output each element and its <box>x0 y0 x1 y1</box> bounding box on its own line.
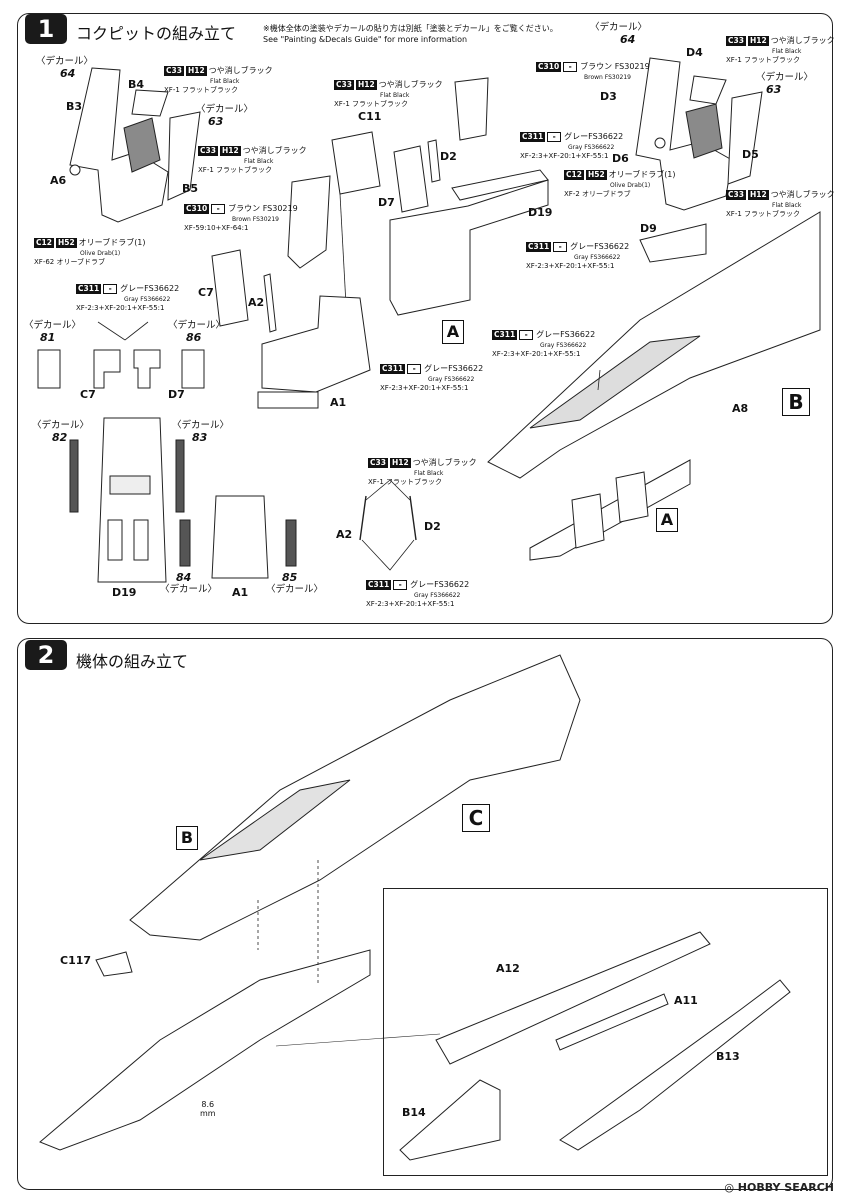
part-label-c117: C117 <box>60 954 92 967</box>
decal-81: 〈デカール〉81 <box>24 320 82 344</box>
decal-86: 〈デカール〉86 <box>168 320 226 344</box>
part-label-a12: A12 <box>496 962 520 975</box>
part-label-d6: D6 <box>612 152 629 165</box>
part-label-b14: B14 <box>402 1106 426 1119</box>
color-callout-c311-panels: C311-グレーFS36622 Gray FS366622 XF-2:3+XF-… <box>76 284 180 312</box>
color-callout-c310-left: C310-ブラウン FS30219 Brown FS30219 XF-59:10… <box>184 204 298 232</box>
part-label-d3: D3 <box>600 90 617 103</box>
color-callout-c311-d19-top: C311-グレーFS36622 Gray FS366622 XF-2:3+XF-… <box>520 132 624 160</box>
part-label-b4: B4 <box>128 78 145 91</box>
part-label-a8: A8 <box>732 402 749 415</box>
step2-number: 2 <box>25 640 67 670</box>
part-label-a2-pair: A2 <box>336 528 353 541</box>
part-label-b5: B5 <box>182 182 199 195</box>
decal-85: 85〈デカール〉 <box>266 571 324 596</box>
part-label-d19-front: D19 <box>112 586 137 599</box>
decal-84: 84〈デカール〉 <box>160 571 218 596</box>
part-label-d2-pair: D2 <box>424 520 441 533</box>
part-label-a11: A11 <box>674 994 698 1007</box>
step1-title: コクピットの組み立て <box>76 24 237 43</box>
part-label-b13: B13 <box>716 1050 740 1063</box>
part-label-a6: A6 <box>50 174 67 187</box>
color-callout-c311-pair: C311-グレーFS36622 Gray FS366622 XF-2:3+XF-… <box>366 580 470 608</box>
step1-note-ja: ※機体全体の塗装やデカールの貼り方は別紙「塗装とデカール」をご覧ください。 <box>263 24 558 33</box>
subassembly-a-marker-2: A <box>656 508 678 532</box>
decal-64-left: 〈デカール〉64 <box>36 56 94 80</box>
part-label-d19: D19 <box>528 206 553 219</box>
part-label-d7: D7 <box>378 196 395 209</box>
decal-82: 〈デカール〉82 <box>32 420 90 444</box>
color-callout-c311-d19: C311-グレーFS36622 Gray FS366622 XF-2:3+XF-… <box>526 242 630 270</box>
part-label-b3: B3 <box>66 100 83 113</box>
subassembly-c-marker: C <box>462 804 490 832</box>
seat-drawing-right <box>635 57 763 211</box>
decal-64-right: 〈デカール〉64 <box>590 22 648 46</box>
part-label-a1-front: A1 <box>232 586 249 599</box>
part-label-d2: D2 <box>440 150 457 163</box>
brand-text: HOBBY SEARCH <box>737 1181 834 1194</box>
subassembly-b-marker-step2: B <box>176 826 198 850</box>
brand-logo-icon: ◎ <box>724 1181 734 1194</box>
footer-brand: ◎ HOBBY SEARCH <box>724 1181 834 1194</box>
part-label-c7-detail: C7 <box>80 388 96 401</box>
part-label-d9: D9 <box>640 222 657 235</box>
part-label-a1: A1 <box>330 396 347 409</box>
decal-63-right: 〈デカール〉63 <box>756 72 814 96</box>
color-callout-c310-right: C310-ブラウン FS30219 Brown FS30219 <box>536 62 650 81</box>
subassembly-a-marker: A <box>442 320 464 344</box>
decal-83: 〈デカール〉83 <box>172 420 230 444</box>
part-label-d4: D4 <box>686 46 703 59</box>
part-label-d7-detail: D7 <box>168 388 185 401</box>
part-label-c11: C11 <box>358 110 382 123</box>
color-callout-c311-a8: C311-グレーFS36622 Gray FS366622 XF-2:3+XF-… <box>492 330 596 358</box>
seat-drawing-left <box>69 67 201 223</box>
part-label-c7: C7 <box>198 286 214 299</box>
subassembly-b-marker: B <box>782 388 810 416</box>
decal-63-left: 〈デカール〉63 <box>196 104 254 128</box>
part-label-d5: D5 <box>742 148 759 161</box>
step1-number: 1 <box>25 14 67 44</box>
step2-title: 機体の組み立て <box>76 652 189 671</box>
part-label-a2: A2 <box>248 296 265 309</box>
color-callout-c311-a1: C311-グレーFS36622 Gray FS366622 XF-2:3+XF-… <box>380 364 484 392</box>
step1-note-en: See "Painting &Decals Guide" for more in… <box>263 35 468 44</box>
